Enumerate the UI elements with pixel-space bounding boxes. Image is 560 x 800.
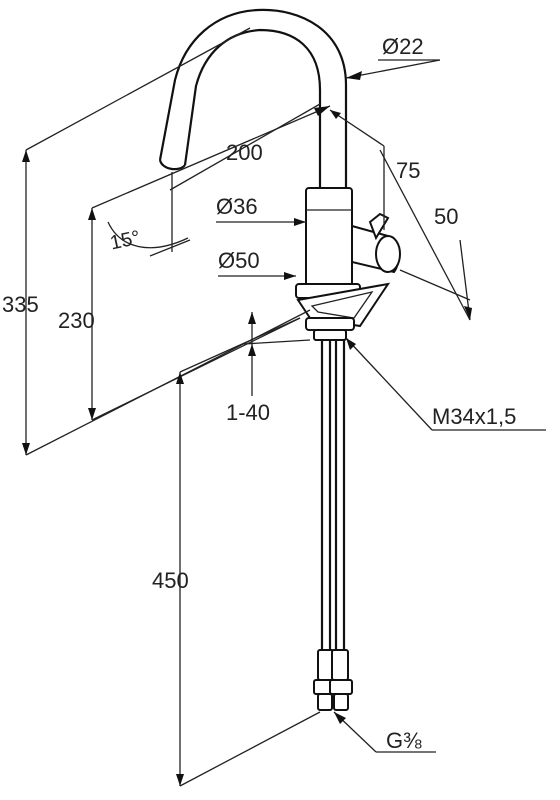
supply-hoses [313,340,353,711]
dimension-lines [25,27,546,787]
dim-connection: G⅜ [386,728,422,753]
faucet-spout [158,8,348,190]
dim-body-diameter: Ø36 [216,194,258,219]
dim-spout-diameter: Ø22 [382,34,424,59]
dim-base-diameter: Ø50 [218,248,260,273]
dim-deck-thickness: 1-40 [226,400,270,425]
dim-thread: M34x1,5 [432,404,516,429]
arrowheads [22,71,472,786]
dim-total-height: 335 [2,292,39,317]
dim-spout-reach: 200 [226,140,263,165]
faucet-body [305,187,401,287]
dim-handle-offset: 75 [396,158,420,183]
faucet-base [295,282,391,341]
dim-handle-depth: 50 [434,204,458,229]
dim-outlet-height: 230 [58,308,95,333]
dim-hose-length: 450 [152,568,189,593]
